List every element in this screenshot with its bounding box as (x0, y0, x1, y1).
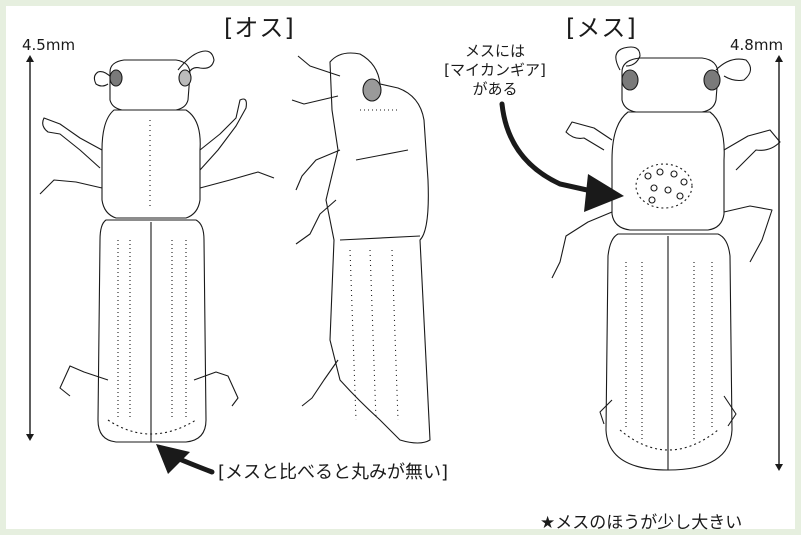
female-heading: [メス] (566, 14, 637, 42)
female-callout-arrow (499, 101, 624, 212)
mycangia-callout-line3: がある (472, 80, 518, 98)
footer-note: ★メスのほうが少し大きい (540, 513, 743, 533)
female-scale-bar (775, 55, 783, 471)
female-size-label: 4.8mm (730, 36, 784, 54)
male-beetle-dorsal (39, 50, 275, 443)
mycangia-callout: メスには [マイカンギア] がある (420, 42, 570, 99)
mycangia-callout-line1: メスには (464, 42, 525, 60)
male-caption-arrow (156, 444, 215, 475)
male-heading: [オス] (224, 14, 295, 42)
male-beetle-lateral (291, 52, 431, 444)
male-scale-bar (26, 55, 34, 441)
mycangia-pits (635, 163, 693, 209)
female-beetle-dorsal (551, 46, 781, 471)
mycangia-callout-line2: [マイカンギア] (444, 61, 546, 79)
male-caption: [メスと比べると丸みが無い] (218, 462, 449, 483)
male-size-label: 4.5mm (22, 36, 76, 54)
